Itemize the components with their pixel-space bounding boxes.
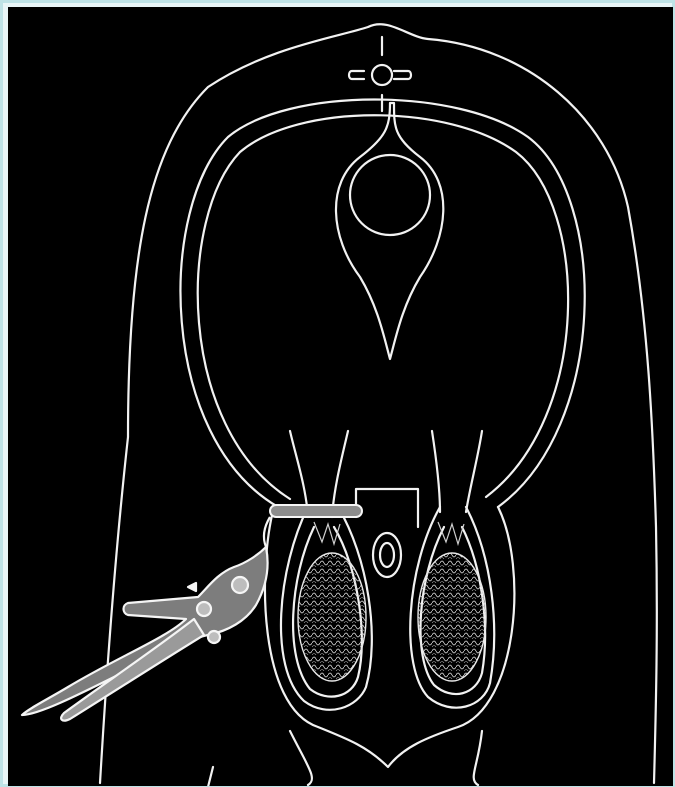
- right-testicle-icon: [418, 553, 486, 681]
- drop-shape: [336, 103, 443, 359]
- burdizzo-clamp-icon: [22, 547, 268, 721]
- left-testicle-icon: [298, 553, 366, 681]
- teat-inner: [380, 543, 394, 567]
- tail-cross-center: [372, 65, 392, 85]
- castration-diagram: [8, 7, 673, 786]
- inner-loop-outer: [181, 100, 585, 508]
- scrotum-lower-left: [290, 731, 312, 785]
- right-cord-outer: [432, 431, 440, 512]
- inner-outline: [208, 767, 213, 786]
- drop-circle: [350, 155, 430, 235]
- right-cord-inner: [466, 431, 482, 512]
- inner-loop-inner: [198, 115, 568, 499]
- diagram-canvas: [8, 7, 673, 786]
- teat-outer: [373, 533, 401, 577]
- body-outline: [100, 24, 657, 783]
- left-epididymis: [314, 522, 340, 544]
- scrotum-lower-right: [474, 731, 482, 785]
- center-box: [356, 489, 418, 527]
- right-epididymis: [438, 522, 464, 544]
